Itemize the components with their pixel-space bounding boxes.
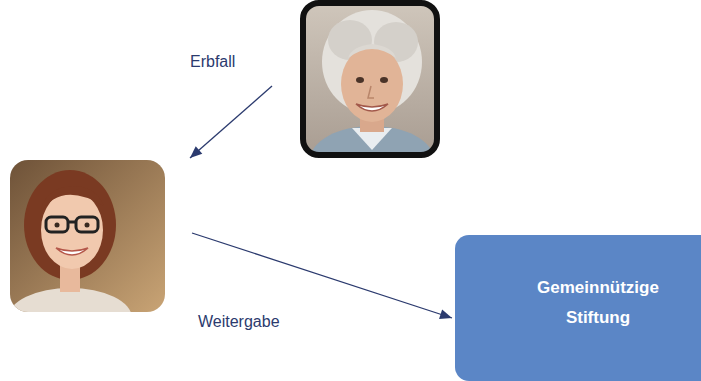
elderly-woman-photo-part-part xyxy=(380,77,388,83)
arrow-head xyxy=(190,146,202,158)
arrow-head xyxy=(439,310,452,320)
young-woman-photo-part xyxy=(10,160,165,312)
arrow-line xyxy=(190,86,272,158)
elderly-woman-photo-part-part xyxy=(356,104,388,111)
young-woman-photo xyxy=(8,160,165,348)
young-woman-photo-part-part xyxy=(68,221,76,224)
arrow-line xyxy=(192,233,452,318)
young-woman-photo-part-part xyxy=(40,186,104,214)
young-woman-photo-part-part xyxy=(10,160,165,312)
elderly-woman-photo-part-part xyxy=(348,44,396,58)
elderly-woman-photo-part xyxy=(303,3,437,155)
handover-arrow xyxy=(192,233,452,319)
elderly-woman-photo-part-part xyxy=(368,86,374,98)
elderly-woman-photo-part-part xyxy=(356,77,364,83)
node-label: Gemeinnützige Stiftung xyxy=(523,273,673,333)
arrow-label: Weitergabe xyxy=(198,312,280,332)
elderly-woman-photo-part-part xyxy=(303,3,437,155)
young-woman-photo-part-part xyxy=(76,217,98,232)
young-woman-photo-part-part xyxy=(41,191,103,269)
arrow-label: Erbfall xyxy=(190,52,235,72)
elderly-woman-photo-part xyxy=(303,3,437,155)
young-woman-photo-part-part xyxy=(55,223,60,228)
foundation-box: Gemeinnützige Stiftung xyxy=(455,235,701,381)
inheritance-arrow xyxy=(190,86,272,158)
young-woman-photo-part-part xyxy=(85,223,90,228)
young-woman-photo-part-part xyxy=(46,217,68,232)
flow-arrows xyxy=(190,86,452,319)
young-woman-photo-part-part xyxy=(56,248,88,255)
elderly-woman-photo xyxy=(303,3,437,194)
elderly-woman-photo-part-part xyxy=(341,46,403,122)
young-woman-photo-part-part xyxy=(24,170,116,280)
